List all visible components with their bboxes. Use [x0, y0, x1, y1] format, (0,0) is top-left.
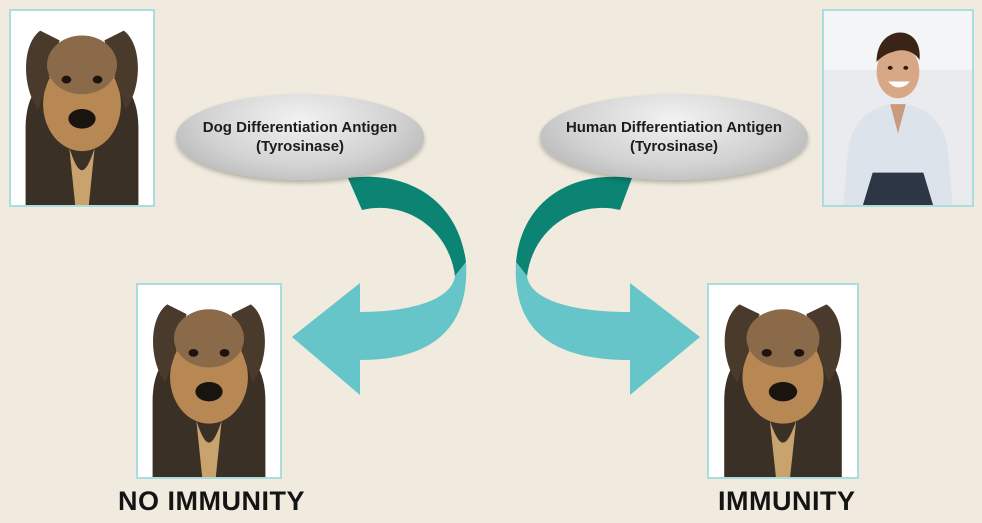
human-antigen-oval: Human Differentiation Antigen (Tyrosinas…	[540, 94, 808, 180]
dog-antigen-label: Dog Differentiation Antigen (Tyrosinase)	[202, 119, 398, 155]
human-antigen-label: Human Differentiation Antigen (Tyrosinas…	[565, 119, 783, 155]
right-arrow-lower	[515, 262, 700, 395]
no-immunity-label: NO IMMUNITY	[118, 486, 305, 516]
right-arrow-upper	[516, 176, 632, 276]
source-human-photo	[822, 9, 974, 207]
immunity-label: IMMUNITY	[718, 486, 856, 516]
source-dog-photo	[9, 9, 155, 207]
left-arrow-lower	[292, 262, 467, 395]
result-dog-photo-left	[136, 283, 282, 479]
result-dog-photo-right	[707, 283, 859, 479]
left-arrow-upper	[348, 176, 466, 276]
dog-antigen-oval: Dog Differentiation Antigen (Tyrosinase)	[176, 94, 424, 180]
